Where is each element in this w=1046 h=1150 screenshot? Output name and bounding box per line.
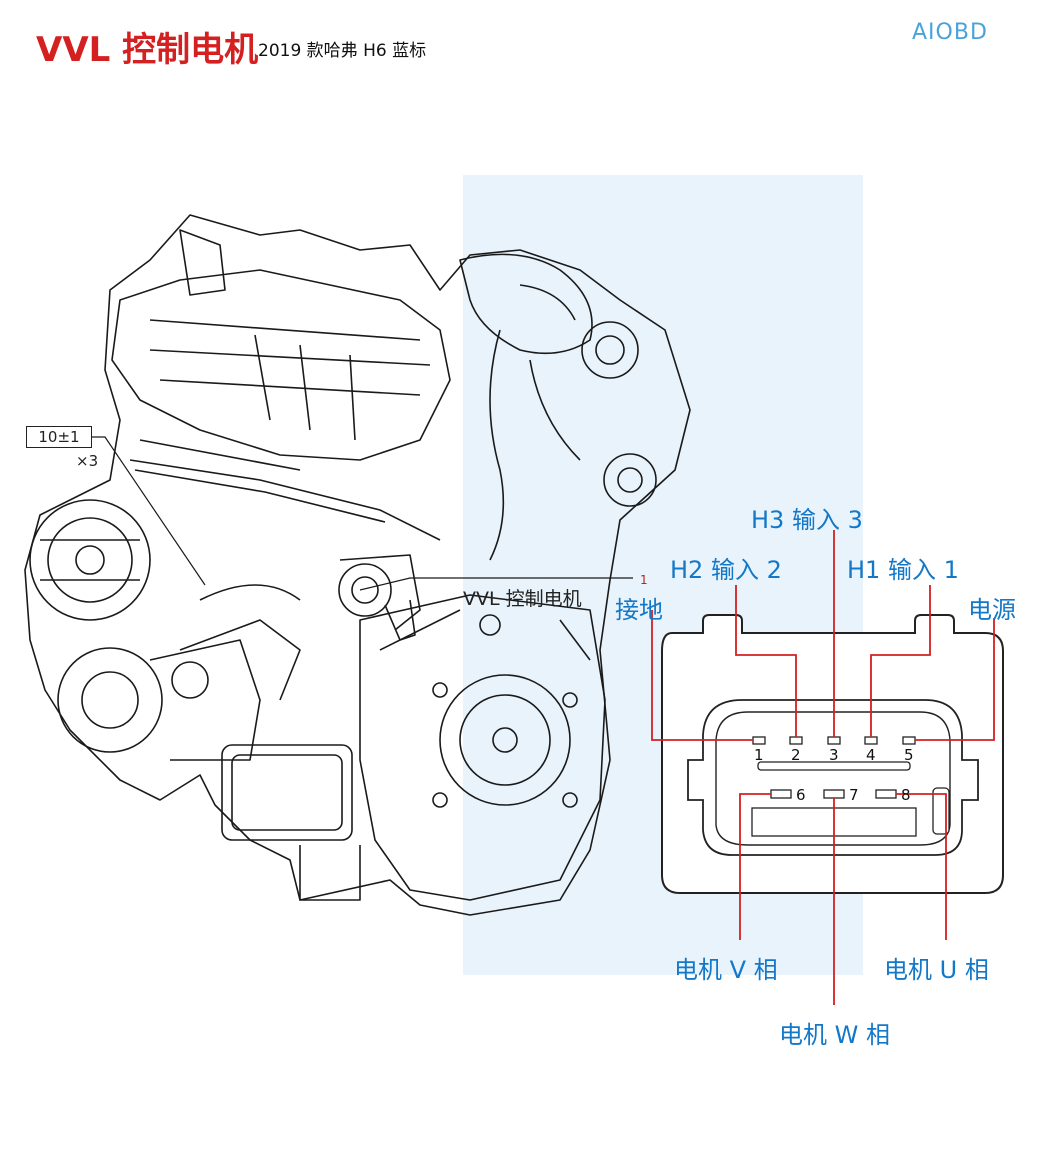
wire-motor-u xyxy=(896,793,947,940)
pin-5-terminal xyxy=(902,736,916,745)
crank-pulley xyxy=(439,674,571,806)
vvl-motor-drawing xyxy=(338,563,392,617)
wire-ground xyxy=(651,610,753,741)
wire-h1 xyxy=(870,585,931,737)
wire-power xyxy=(915,618,995,741)
alternator xyxy=(29,499,151,621)
pin-number-2: 2 xyxy=(791,746,801,764)
pin-1-terminal xyxy=(752,736,766,745)
pin-number-4: 4 xyxy=(866,746,876,764)
pin-number-7: 7 xyxy=(849,786,859,804)
connector-frame xyxy=(661,614,1004,894)
pin-4-terminal xyxy=(864,736,878,745)
pin-2-terminal xyxy=(789,736,803,745)
page-title: VVL 控制电机 xyxy=(36,30,259,70)
part-label: VVL 控制电机 xyxy=(463,588,582,610)
pin-number-3: 3 xyxy=(829,746,839,764)
part-number: 1 xyxy=(640,573,648,587)
part-leader-line xyxy=(359,577,633,591)
engine-outline xyxy=(24,214,691,916)
label-ground: 接地 xyxy=(615,596,663,624)
pin-3-terminal xyxy=(827,736,841,745)
torque-spec-box: 10±1 xyxy=(26,426,92,448)
wire-h2 xyxy=(735,585,797,737)
label-h1-input: H1 输入 1 xyxy=(847,556,959,584)
wire-motor-v xyxy=(739,793,771,940)
pin-number-6: 6 xyxy=(796,786,806,804)
pin-8-terminal xyxy=(875,789,897,799)
torque-spec-quantity: ×3 xyxy=(76,452,99,470)
label-motor-w: 电机 W 相 xyxy=(779,1021,890,1049)
pin-number-5: 5 xyxy=(904,746,914,764)
label-motor-v: 电机 V 相 xyxy=(674,956,778,984)
pin-number-8: 8 xyxy=(901,786,911,804)
label-motor-u: 电机 U 相 xyxy=(884,956,989,984)
torque-spec-value: 10±1 xyxy=(38,428,80,446)
pin-7-terminal xyxy=(823,789,845,799)
label-power: 电源 xyxy=(968,596,1016,624)
label-h3-input: H3 输入 3 xyxy=(751,506,863,534)
pin-6-terminal xyxy=(770,789,792,799)
torque-leader-line xyxy=(90,436,206,586)
brand-logo-text: AIOBD xyxy=(912,20,988,45)
label-h2-input: H2 输入 2 xyxy=(670,556,782,584)
pin-number-1: 1 xyxy=(754,746,764,764)
page-subtitle: 2019 款哈弗 H6 蓝标 xyxy=(258,41,427,61)
